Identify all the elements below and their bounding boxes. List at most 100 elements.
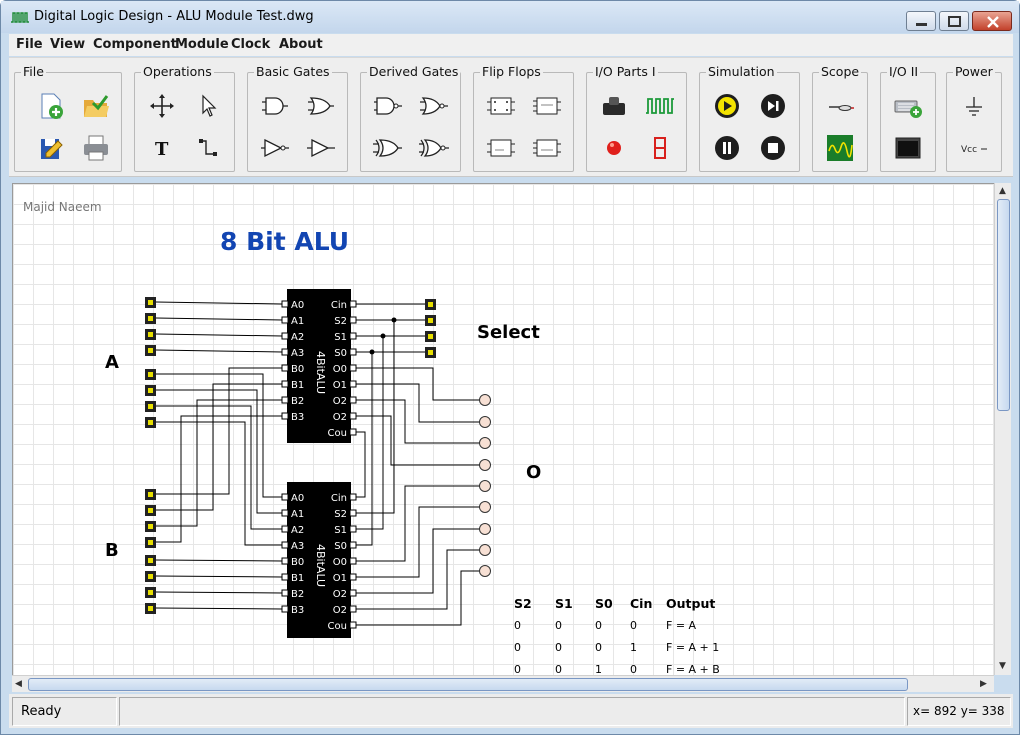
text-tool-icon[interactable]: T [147, 133, 177, 163]
chip-pin [349, 541, 357, 549]
pin-label: O1 [333, 573, 347, 584]
menu-module[interactable]: Module [175, 37, 229, 52]
chip-pin [281, 412, 289, 420]
scroll-up-icon[interactable]: ▲ [999, 186, 1006, 196]
keyboard-icon[interactable] [893, 91, 923, 121]
vcc-icon[interactable]: Vcc [959, 133, 989, 163]
horizontal-scroll-thumb[interactable] [28, 678, 908, 691]
pin-label: O2 [333, 605, 347, 616]
chip-pin [281, 525, 289, 533]
move-icon[interactable] [147, 91, 177, 121]
chip-pin [281, 605, 289, 613]
push-button-icon[interactable] [599, 91, 629, 121]
or-gate-icon[interactable] [306, 91, 336, 121]
group-flip-flops: Flip Flops [473, 64, 574, 172]
probe-icon[interactable] [825, 91, 855, 121]
pin-label: B3 [291, 605, 304, 616]
chip-pin [349, 364, 357, 372]
input-b-label: B [105, 540, 119, 561]
pin-label: B0 [291, 364, 304, 375]
input-switch-led [148, 606, 153, 611]
input-wire [156, 373, 282, 498]
jk-flipflop-icon[interactable] [532, 91, 562, 121]
pause-icon[interactable] [712, 133, 742, 163]
new-file-icon[interactable] [36, 91, 66, 121]
ground-icon[interactable] [959, 91, 989, 121]
group-io-parts-2: I/O II [880, 64, 936, 172]
menu-file[interactable]: File [16, 37, 43, 52]
pin-label: S1 [334, 332, 347, 343]
cell: 0 [595, 641, 602, 654]
chip-pin [281, 493, 289, 501]
t-flipflop-icon[interactable] [532, 133, 562, 163]
group-derived-gates: Derived Gates [360, 64, 461, 172]
xnor-gate-icon[interactable] [419, 133, 449, 163]
output-wire [356, 383, 480, 423]
led-icon[interactable] [599, 133, 629, 163]
menu-view[interactable]: View [50, 37, 86, 52]
nand-gate-icon[interactable] [373, 91, 403, 121]
menu-clock[interactable]: Clock [231, 37, 271, 52]
input-switch-led [148, 492, 153, 497]
and-gate-icon[interactable] [260, 91, 290, 121]
group-scope: Scope [812, 64, 868, 172]
group-operations: Operations T [134, 64, 235, 172]
input-switch-led [148, 540, 153, 545]
chip-pin [349, 509, 357, 517]
output-led [479, 565, 491, 577]
output-led [479, 394, 491, 406]
d-flipflop-icon[interactable] [486, 133, 516, 163]
menu-about[interactable]: About [279, 37, 323, 52]
pin-label: A0 [291, 493, 304, 504]
input-switch-led [148, 420, 153, 425]
alu-chip [287, 482, 351, 638]
cell: 0 [514, 663, 521, 675]
pin-label: S0 [334, 348, 347, 359]
input-wire [156, 415, 282, 543]
wire-tool-icon[interactable] [193, 133, 223, 163]
pin-label: A2 [291, 525, 304, 536]
horizontal-scrollbar[interactable]: ◀ ▶ [12, 675, 994, 692]
pin-label: B1 [291, 573, 304, 584]
output-led [479, 437, 491, 449]
menu-component[interactable]: Component [93, 37, 177, 52]
clock-source-icon[interactable] [645, 91, 675, 121]
sr-flipflop-icon[interactable] [486, 91, 516, 121]
not-gate-icon[interactable] [260, 133, 290, 163]
select-label: Select [477, 322, 540, 343]
pointer-icon[interactable] [193, 91, 223, 121]
chip-pin [349, 348, 357, 356]
drawing-canvas[interactable]: Majid Naeem 8 Bit ALU A B Select O 4BitA… [12, 183, 994, 675]
vertical-scrollbar[interactable]: ▲ ▼ [994, 183, 1011, 675]
vertical-scroll-thumb[interactable] [997, 199, 1010, 411]
terminal-icon[interactable] [893, 133, 923, 163]
input-switch-led [148, 524, 153, 529]
minimize-button[interactable] [906, 11, 936, 31]
scroll-down-icon[interactable]: ▼ [999, 661, 1006, 671]
pin-label: S2 [334, 509, 347, 520]
scroll-left-icon[interactable]: ◀ [15, 679, 22, 689]
input-wire [156, 421, 282, 546]
play-icon[interactable] [712, 91, 742, 121]
xor-gate-icon[interactable] [373, 133, 403, 163]
group-label-flip-flops: Flip Flops [480, 64, 543, 79]
input-switch-led [148, 348, 153, 353]
oscilloscope-icon[interactable] [825, 133, 855, 163]
maximize-button[interactable] [939, 11, 969, 31]
seven-segment-icon[interactable] [645, 133, 675, 163]
close-button[interactable] [972, 11, 1012, 31]
step-icon[interactable] [758, 91, 788, 121]
nor-gate-icon[interactable] [419, 91, 449, 121]
output-led [479, 544, 491, 556]
scroll-right-icon[interactable]: ▶ [980, 679, 987, 689]
chip-name: 4BitALU [314, 544, 327, 587]
stop-icon[interactable] [758, 133, 788, 163]
save-file-icon[interactable] [36, 133, 66, 163]
chip-pin [281, 541, 289, 549]
buffer-gate-icon[interactable] [306, 133, 336, 163]
table-row: 0 0 0 0 F = A [514, 619, 746, 639]
open-file-icon[interactable] [81, 91, 111, 121]
print-icon[interactable] [81, 133, 111, 163]
chip-pin [349, 573, 357, 581]
group-label-io-parts-2: I/O II [887, 64, 921, 79]
